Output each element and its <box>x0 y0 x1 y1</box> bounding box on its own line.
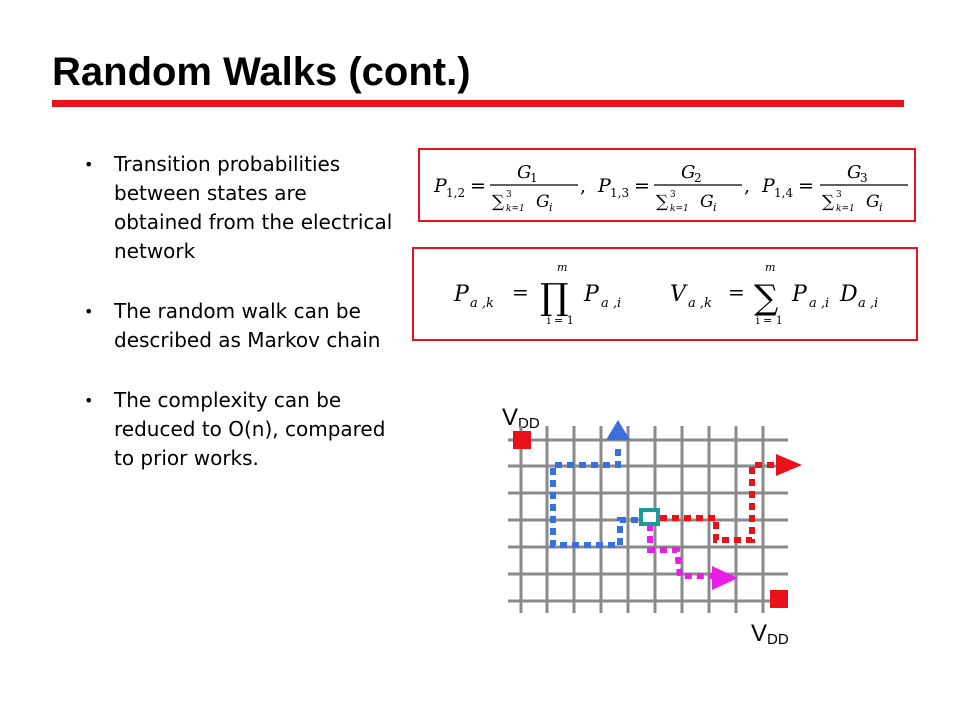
lhs-subscript: 1,4 <box>774 186 793 200</box>
bullet-text: The complexity can be reduced to O(n), c… <box>114 388 386 470</box>
sum-term-2-subscript: a ,i <box>858 296 878 311</box>
product-lhs: P <box>453 282 470 307</box>
equals-sign: = <box>634 175 650 197</box>
bullet-text: The random walk can be described as Mark… <box>114 299 381 352</box>
bullet-item: • The complexity can be reduced to O(n),… <box>78 386 398 473</box>
vdd-top-sub: DD <box>518 415 540 432</box>
bullet-list: • Transition probabilities between state… <box>78 150 398 504</box>
sum-lhs-subscript: a ,k <box>688 296 712 311</box>
numerator-symbol: G <box>847 162 861 183</box>
power-grid-diagram <box>508 420 802 613</box>
lhs-subscript: 1,3 <box>610 186 629 200</box>
bullet-dot-icon: • <box>84 302 94 321</box>
sum-lower: k=1 <box>506 204 525 214</box>
sum-formula: V a ,k = m ∑ i = 1 P a ,i D a ,i <box>670 261 878 327</box>
sum-lower: i = 1 <box>756 314 783 327</box>
blue-arrow-icon <box>606 420 630 440</box>
start-node-icon <box>639 508 660 526</box>
equals-sign: = <box>470 175 486 197</box>
bullet-dot-icon: • <box>84 155 94 174</box>
sum-symbol: ∑ <box>754 278 778 318</box>
denominator-term: G <box>700 192 714 212</box>
bullet-text: Transition probabilities between states … <box>114 152 393 263</box>
equals-sign: = <box>728 280 745 304</box>
vdd-top-source-icon <box>513 431 531 449</box>
sum-upper: m <box>765 261 775 274</box>
lhs-symbol: P <box>433 175 448 197</box>
vdd-bottom-label: VDD <box>751 620 789 648</box>
red-walk-path <box>660 462 774 543</box>
title-underline <box>52 100 904 107</box>
product-symbol: ∏ <box>540 277 569 318</box>
denominator-subscript: i <box>713 201 717 214</box>
magenta-arrow-icon <box>712 566 738 590</box>
random-walk-formula-svg: P a ,k = m ∏ i = 1 P a ,i V a ,k = m ∑ i… <box>453 261 878 327</box>
numerator-symbol: G <box>681 162 695 183</box>
slide-title: Random Walks (cont.) <box>52 50 471 94</box>
bullet-dot-icon: • <box>84 391 94 410</box>
vdd-bottom-main: V <box>751 620 768 647</box>
lhs-symbol: P <box>761 175 776 197</box>
comma: , <box>580 175 586 197</box>
product-lhs-subscript: a ,k <box>470 296 494 311</box>
vdd-top-label: VDD <box>502 404 540 432</box>
sum-lower: k=1 <box>836 204 855 214</box>
formula-term-3: P 1,4 = G 3 ∑ 3 k=1 G i <box>761 162 908 214</box>
formula-term-1: P 1,2 = G 1 ∑ 3 k=1 G i , <box>433 162 586 214</box>
transition-probability-formula: P 1,2 = G 1 ∑ 3 k=1 G i , P 1,3 = G 2 ∑ … <box>418 148 916 222</box>
sum-upper: 3 <box>506 190 512 200</box>
equals-sign: = <box>512 280 529 304</box>
sum-lower: k=1 <box>670 204 689 214</box>
numerator-subscript: 2 <box>694 171 702 185</box>
product-lower: i = 1 <box>547 314 574 327</box>
transition-formula-svg: P 1,2 = G 1 ∑ 3 k=1 G i , P 1,3 = G 2 ∑ … <box>433 162 908 214</box>
denominator-subscript: i <box>549 201 553 214</box>
sum-term-1: P <box>791 282 808 307</box>
denominator-subscript: i <box>879 201 883 214</box>
numerator-subscript: 3 <box>860 171 868 185</box>
sum-term-2: D <box>839 282 858 307</box>
product-term: P <box>583 282 600 307</box>
sum-upper: 3 <box>670 190 676 200</box>
magenta-walk-path <box>647 524 712 579</box>
red-arrow-icon <box>776 454 802 476</box>
sum-symbol: ∑ <box>492 192 504 212</box>
vdd-top-main: V <box>502 404 519 431</box>
product-term-subscript: a ,i <box>601 296 621 311</box>
lhs-subscript: 1,2 <box>446 186 465 200</box>
numerator-subscript: 1 <box>530 171 538 185</box>
denominator-term: G <box>866 192 880 212</box>
bullet-item: • The random walk can be described as Ma… <box>78 297 398 355</box>
sum-term-1-subscript: a ,i <box>809 296 829 311</box>
random-walk-formula: P a ,k = m ∏ i = 1 P a ,i V a ,k = m ∑ i… <box>412 247 918 341</box>
formula-term-2: P 1,3 = G 2 ∑ 3 k=1 G i , <box>597 162 750 214</box>
equals-sign: = <box>798 175 814 197</box>
vdd-bottom-sub: DD <box>767 631 789 648</box>
bullet-item: • Transition probabilities between state… <box>78 150 398 266</box>
numerator-symbol: G <box>517 162 531 183</box>
vdd-bottom-source-icon <box>770 590 788 608</box>
lhs-symbol: P <box>597 175 612 197</box>
blue-walk-path <box>550 446 650 548</box>
sum-symbol: ∑ <box>822 192 834 212</box>
product-upper: m <box>557 261 567 274</box>
denominator-term: G <box>536 192 550 212</box>
comma: , <box>744 175 750 197</box>
sum-lhs: V <box>670 282 688 307</box>
sum-symbol: ∑ <box>656 192 668 212</box>
product-formula: P a ,k = m ∏ i = 1 P a ,i <box>453 261 621 327</box>
sum-upper: 3 <box>836 190 842 200</box>
